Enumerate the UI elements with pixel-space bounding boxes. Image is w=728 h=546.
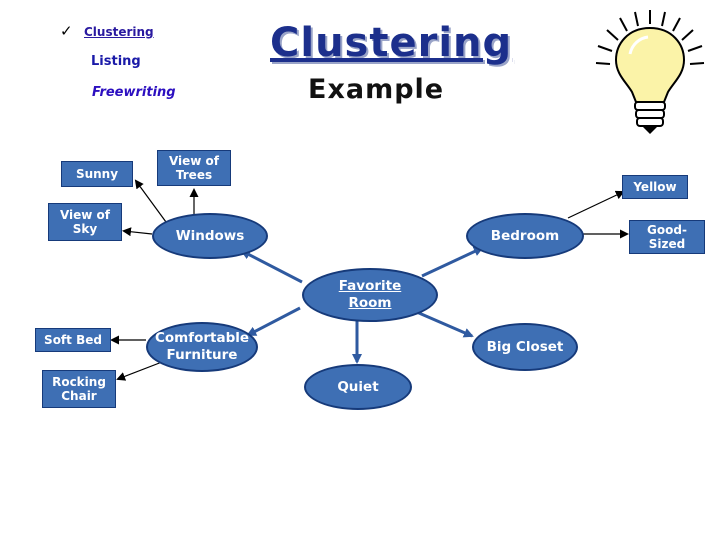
line-center-furniture (246, 306, 301, 337)
checkmark-icon: ✓ (60, 22, 73, 40)
line-center-bedroom (421, 246, 484, 278)
leaf-box-good-sized: Good- Sized (629, 220, 705, 254)
leaf-box-yellow: Yellow (622, 175, 688, 199)
branch-label: Quiet (337, 378, 379, 395)
leaf-box-soft-bed: Soft Bed (35, 328, 111, 352)
branch-label: Bedroom (490, 227, 560, 244)
leaf-label: View of Trees (168, 154, 220, 182)
menu-item-freewriting[interactable]: Freewriting (92, 85, 176, 100)
line-furniture-rocking (116, 361, 163, 381)
leaf-label: Yellow (633, 180, 677, 194)
light-bulb-icon (595, 10, 705, 134)
line-center-windows (240, 249, 303, 284)
leaf-label: Rocking Chair (52, 375, 106, 403)
center-node-label: Favorite Room (338, 278, 402, 311)
leaf-label: Sunny (75, 167, 119, 181)
line-windows-sunny (134, 179, 167, 223)
branch-label: Big Closet (486, 338, 564, 355)
branch-label: Comfortable Furniture (154, 330, 250, 363)
branch-node-bedroom: Bedroom (466, 213, 584, 259)
leaf-box-view-of-trees: View of Trees (157, 150, 231, 186)
leaf-label: Good- Sized (647, 223, 687, 251)
leaf-box-view-of-sky: View of Sky (48, 203, 122, 241)
branch-node-quiet: Quiet (304, 364, 412, 410)
menu-item-clustering[interactable]: Clustering (84, 25, 154, 39)
branch-node-big-closet: Big Closet (472, 323, 578, 371)
line-bedroom-yellow (567, 190, 625, 219)
leaf-label: View of Sky (59, 208, 111, 236)
line-windows-sky (122, 227, 153, 237)
branch-label: Windows (175, 227, 245, 244)
branch-node-comfortable-furniture: Comfortable Furniture (146, 322, 258, 372)
leaf-box-rocking-chair: Rocking Chair (42, 370, 116, 408)
branch-node-windows: Windows (152, 213, 268, 259)
line-center-closet (411, 308, 474, 338)
center-node-favorite-room: Favorite Room (302, 268, 438, 322)
menu-item-listing[interactable]: Listing (91, 54, 141, 69)
leaf-box-sunny: Sunny (61, 161, 133, 187)
page-subtitle: Example (308, 74, 445, 105)
page-title: Clustering (270, 20, 513, 66)
leaf-label: Soft Bed (44, 333, 102, 347)
